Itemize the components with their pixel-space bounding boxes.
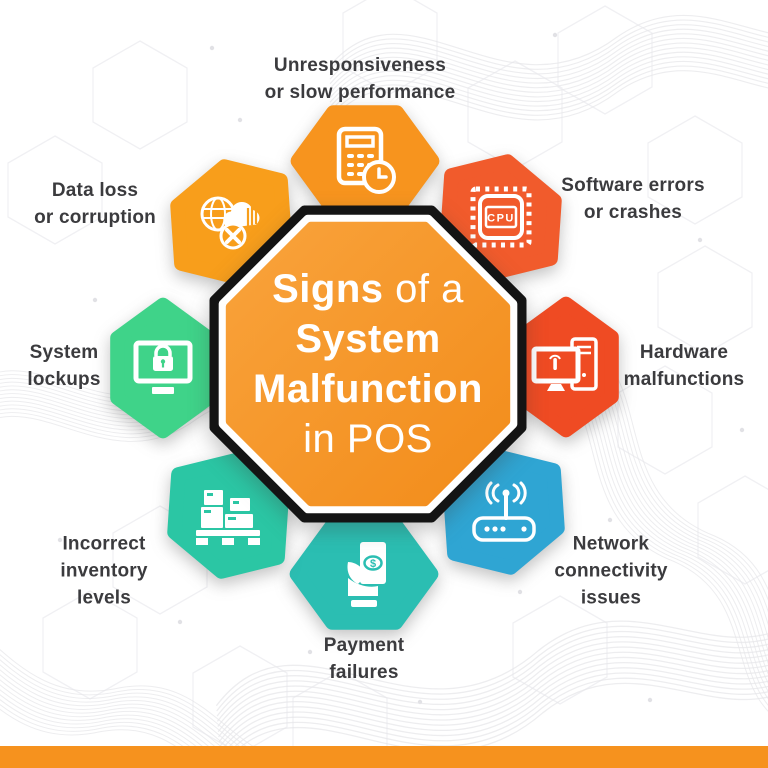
- hand-money-icon: $: [347, 542, 386, 607]
- desktop-computer-icon: [531, 337, 598, 391]
- locked-monitor-icon: [133, 340, 193, 394]
- cpu-chip-icon: CPU: [470, 186, 532, 248]
- title-line-3: Malfunction: [253, 367, 483, 411]
- title: Signs of a System Malfunction in POS: [188, 184, 548, 544]
- node-incorrect-inventory: [143, 431, 313, 601]
- dot-pattern: [57, 32, 745, 705]
- node-payment-failures: $: [279, 489, 449, 659]
- title-line-4: in POS: [303, 417, 433, 461]
- title-line-1: Signs of a: [272, 267, 464, 311]
- title-line-2: System: [295, 317, 441, 361]
- calculator-clock-icon: [336, 126, 396, 194]
- octagon-fill: [225, 221, 511, 507]
- wifi-router-icon: [472, 481, 536, 542]
- inventory-boxes-icon: [196, 490, 260, 545]
- node-data-loss: [146, 137, 316, 307]
- svg-text:$: $: [370, 558, 376, 570]
- node-system-lockups: [78, 283, 248, 453]
- svg-text:CPU: CPU: [487, 213, 515, 225]
- footer-bar: [0, 746, 768, 768]
- cloud-error-icon: [200, 196, 260, 250]
- central-octagon: Signs of a System Malfunction in POS: [188, 184, 548, 544]
